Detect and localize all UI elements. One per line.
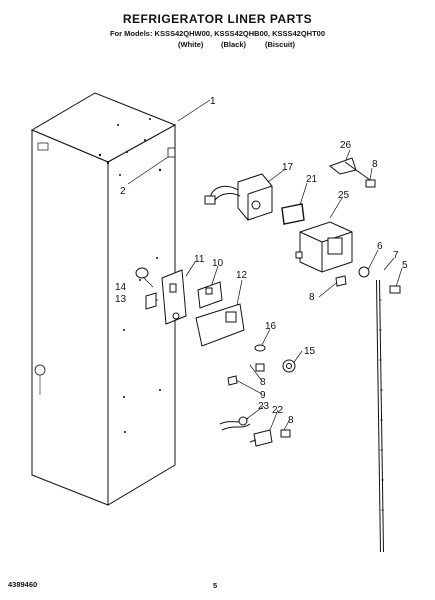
callout-9: 9 <box>260 390 266 401</box>
part-11-hinge-bracket <box>161 269 187 325</box>
part-8-screws <box>255 179 376 438</box>
callout-8c: 8 <box>260 377 266 388</box>
callout-labels: 1 2 26 8 17 21 25 11 10 14 13 12 6 7 5 8… <box>115 96 408 426</box>
callout-8d: 8 <box>288 415 294 426</box>
callout-1: 1 <box>210 96 216 107</box>
part-25-light-housing <box>295 221 353 273</box>
part-21-gasket <box>281 203 305 225</box>
callout-16: 16 <box>265 321 277 332</box>
callout-17: 17 <box>282 162 294 173</box>
part-10-bracket <box>197 281 223 309</box>
callout-26: 26 <box>340 140 352 151</box>
variant-biscuit: (Biscuit) <box>265 40 295 49</box>
part-22-switch <box>249 429 273 447</box>
callout-13: 13 <box>115 294 127 305</box>
part-17-switch-housing <box>204 173 273 221</box>
part-14-plug <box>135 267 149 279</box>
part-9-screw <box>227 375 238 386</box>
part-13-cover <box>145 292 157 310</box>
callout-21: 21 <box>306 174 318 185</box>
part-12-plate <box>195 303 245 347</box>
variant-white: (White) <box>178 40 204 49</box>
callout-8a: 8 <box>372 159 378 170</box>
callout-8b: 8 <box>309 292 315 303</box>
callout-10: 10 <box>212 258 224 269</box>
part-5-rod <box>376 279 384 553</box>
callout-2: 2 <box>120 186 126 197</box>
part-15-knob <box>282 359 296 373</box>
page-title: REFRIGERATOR LINER PARTS <box>122 12 313 26</box>
part-7-screw <box>389 285 401 294</box>
part-16-washer <box>254 344 266 352</box>
callout-7: 7 <box>393 250 399 261</box>
part-number: 4389460 <box>8 580 38 589</box>
callout-11: 11 <box>194 254 205 265</box>
callout-23: 23 <box>258 401 270 412</box>
callout-5: 5 <box>402 260 408 271</box>
callout-6: 6 <box>377 241 383 252</box>
part-6-nut <box>358 266 370 278</box>
variant-black: (Black) <box>221 40 247 49</box>
callout-15: 15 <box>304 346 316 357</box>
part-23-wire-assembly <box>219 416 251 431</box>
models-line: For Models: KSSS42QHW00, KSSS42QHB00, KS… <box>109 29 326 38</box>
liner-cabinet <box>30 92 177 506</box>
page-number: 5 <box>213 581 218 590</box>
callout-12: 12 <box>236 270 248 281</box>
callout-25: 25 <box>338 190 350 201</box>
callout-14: 14 <box>115 282 127 293</box>
part-26-bracket <box>328 157 371 181</box>
callout-22: 22 <box>272 405 284 416</box>
